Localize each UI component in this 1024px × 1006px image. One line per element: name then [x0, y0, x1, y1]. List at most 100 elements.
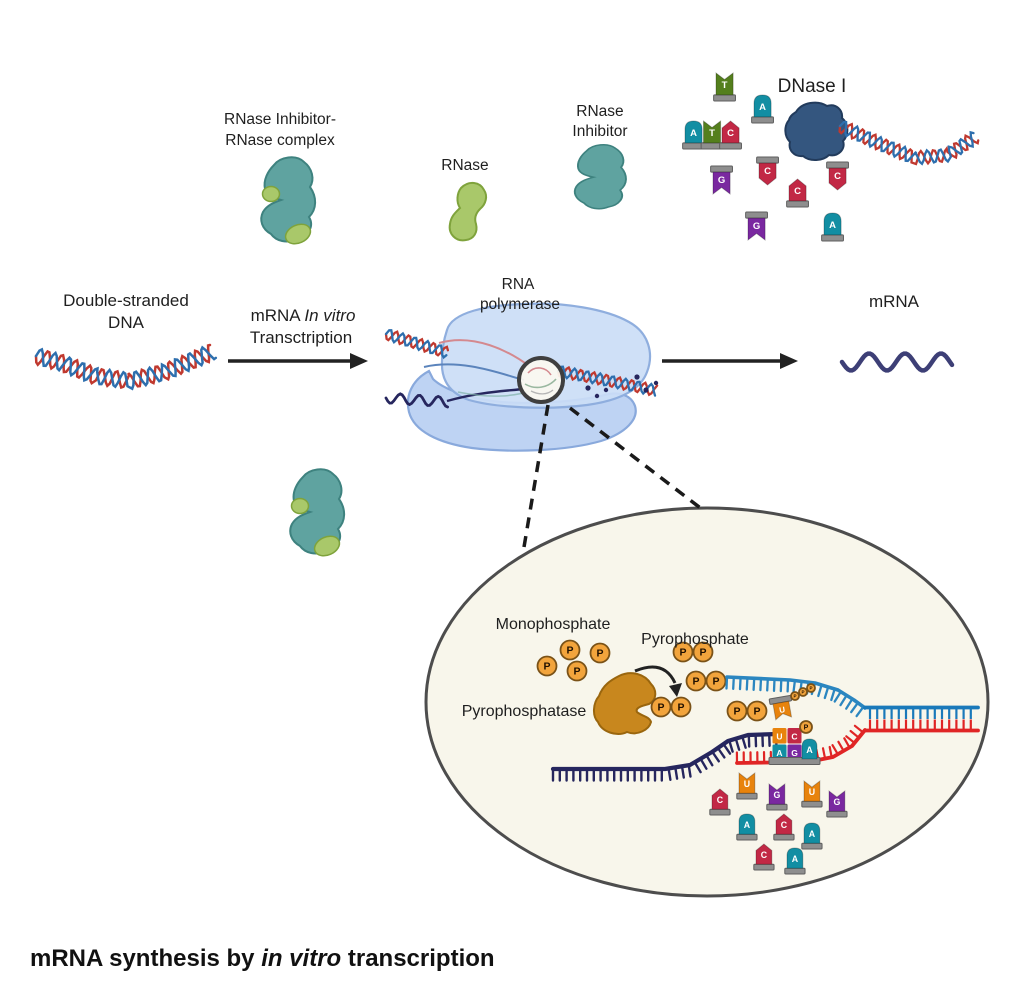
- nucleotide-A: A: [801, 822, 823, 850]
- phosphate-icon: [746, 700, 768, 722]
- dnase-label: DNase I: [778, 76, 847, 97]
- svg-text:G: G: [833, 797, 840, 807]
- nascent-mrna-icon: [384, 392, 449, 409]
- svg-text:P: P: [692, 676, 699, 688]
- nucleotide-C: C: [786, 178, 809, 208]
- phosphate-icon: [589, 642, 611, 664]
- svg-text:P: P: [573, 666, 580, 678]
- rnase-fragment-icon: [284, 223, 312, 245]
- svg-text:P: P: [801, 690, 804, 695]
- svg-text:G: G: [718, 175, 725, 186]
- svg-text:P: P: [677, 702, 684, 714]
- nucleotide-T: T: [700, 119, 724, 150]
- mrna-label: mRNA: [869, 292, 920, 311]
- svg-text:C: C: [764, 166, 771, 177]
- svg-text:A: A: [690, 128, 697, 139]
- svg-text:A: A: [776, 748, 782, 758]
- phosphate-icon: [685, 670, 707, 692]
- svg-text:P: P: [596, 648, 603, 660]
- rnase-icon: [448, 182, 488, 242]
- svg-text:P: P: [566, 645, 573, 657]
- phosphate-icon: [536, 655, 558, 677]
- phosphate-icon: [670, 696, 692, 718]
- pyrophosphate-label: Pyrophosphate: [641, 631, 749, 648]
- rnase-complex-label: RNase complex: [225, 132, 335, 149]
- nucleotide-A: [772, 744, 787, 760]
- svg-text:C: C: [794, 186, 801, 197]
- dna-entering-polymerase-icon: [384, 329, 450, 360]
- nucleotide-A: A: [784, 847, 806, 875]
- rnase-inhibitor-rnase-complex-icon: [260, 156, 317, 245]
- svg-text:C: C: [727, 128, 734, 139]
- svg-text:P: P: [543, 661, 550, 673]
- nucleotide-U: U: [801, 779, 823, 808]
- dsdna-label: Double-stranded: [63, 291, 189, 310]
- nucleotide-C: C: [773, 813, 795, 841]
- nucleotide-C: C: [719, 120, 742, 150]
- phosphate-icon: [559, 639, 581, 661]
- phosphate-icon: [692, 641, 714, 663]
- nucleotide-U: U: [736, 771, 758, 800]
- hydrolysis-arrow-icon: [634, 665, 682, 697]
- svg-text:T: T: [709, 128, 715, 139]
- pyrophosphatase-label: Pyrophosphatase: [462, 703, 587, 720]
- dsdna-label: DNA: [108, 313, 145, 332]
- product-arrow-icon: [662, 353, 798, 369]
- svg-text:P: P: [809, 686, 812, 691]
- svg-text:A: A: [809, 829, 816, 839]
- nucleotide-A: [801, 738, 818, 760]
- nucleotide-C: C: [756, 156, 779, 186]
- svg-text:P: P: [793, 694, 796, 699]
- svg-text:A: A: [806, 745, 813, 755]
- dnase-icon: [784, 101, 849, 161]
- svg-text:C: C: [761, 850, 768, 860]
- double-stranded-dna-icon: [34, 343, 218, 391]
- phosphate-icon: [799, 720, 813, 734]
- figure-title: mRNA synthesis by in vitro transcription: [30, 945, 495, 972]
- zoom-ellipse: [424, 506, 990, 898]
- phosphate-icon: [806, 683, 816, 693]
- phosphate-icon: [650, 696, 672, 718]
- svg-text:A: A: [792, 854, 799, 864]
- dna-fragment-dots-icon: [585, 374, 659, 399]
- nucleotide-G: [787, 744, 802, 760]
- dnase-dna-helix-icon: [838, 120, 980, 166]
- rnase-inhibitor-rnase-complex-icon: [289, 468, 346, 557]
- rnase-fragment-icon: [290, 497, 310, 515]
- rnase-inhibitor-icon: [573, 144, 627, 210]
- monophosphate-label: Monophosphate: [496, 616, 611, 633]
- nucleotide-U: [772, 728, 787, 744]
- svg-text:P: P: [804, 724, 809, 731]
- svg-text:U: U: [744, 779, 750, 789]
- mrna-product-icon: [839, 351, 955, 373]
- nucleotide-A: A: [821, 212, 844, 242]
- svg-text:A: A: [759, 102, 766, 113]
- svg-text:U: U: [779, 705, 786, 715]
- transcription-arrow-icon: [228, 353, 368, 369]
- svg-text:C: C: [781, 820, 788, 830]
- phosphate-icon: [798, 687, 808, 697]
- svg-text:C: C: [791, 732, 797, 742]
- nucleotide-C: C: [709, 788, 731, 816]
- svg-text:U: U: [776, 732, 782, 742]
- nucleotide-A: A: [736, 813, 758, 841]
- svg-text:T: T: [722, 80, 728, 91]
- phosphate-icon: [566, 660, 588, 682]
- phosphate-icon: [726, 700, 748, 722]
- rnase-fragment-icon: [261, 185, 281, 203]
- svg-text:A: A: [744, 820, 751, 830]
- svg-text:G: G: [791, 748, 798, 758]
- svg-text:P: P: [712, 676, 719, 688]
- rnase-inhibitor-label: RNase: [576, 103, 623, 120]
- callout-dashed-lines-icon: [521, 404, 705, 554]
- rnase-inhibitor-label: Inhibitor: [572, 123, 627, 140]
- svg-text:C: C: [717, 795, 724, 805]
- nucleotide-G: G: [710, 165, 733, 196]
- pyrophosphatase-icon: [593, 672, 657, 735]
- rnase-fragment-icon: [313, 535, 341, 557]
